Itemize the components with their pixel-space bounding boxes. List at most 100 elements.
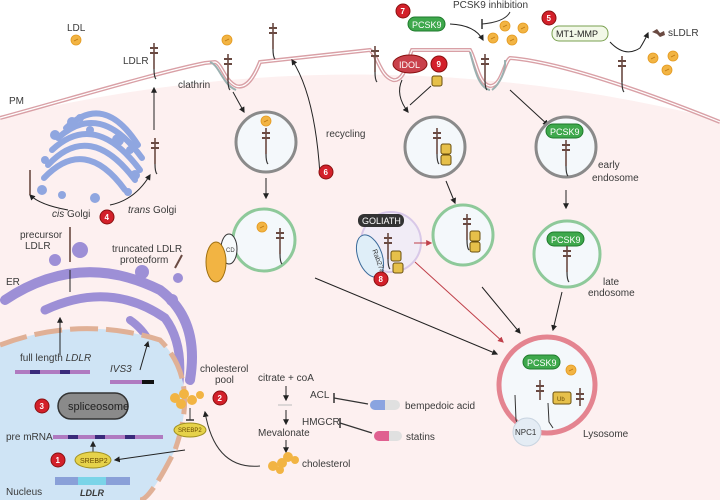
svg-text:8: 8 xyxy=(379,275,384,284)
truncated-ldlr-label-2: proteoform xyxy=(120,255,168,266)
svg-text:3: 3 xyxy=(40,402,45,411)
ldl-particle xyxy=(565,364,577,376)
svg-text:SREBP2: SREBP2 xyxy=(178,428,202,434)
truncated-ldlr xyxy=(174,254,183,269)
arrow-cholesterol-to-pool xyxy=(202,410,261,467)
svg-text:MT1-MMP: MT1-MMP xyxy=(556,29,598,39)
svg-text:PCSK9: PCSK9 xyxy=(412,20,442,30)
pcsk9-bound xyxy=(545,123,584,139)
arrow-cis-golgi xyxy=(29,194,69,211)
ubiquitin xyxy=(469,230,481,242)
pre-mrna-label: pre mRNA xyxy=(6,432,53,443)
svg-text:PCSK9: PCSK9 xyxy=(551,235,581,245)
sldlr-fragment xyxy=(652,29,665,37)
pcsk9-inhibition-label: PCSK9 inhibition xyxy=(453,0,528,11)
mt1-mmp xyxy=(551,25,609,42)
late-endosome-label: late xyxy=(603,277,620,288)
ldl-particle xyxy=(517,22,529,34)
svg-text:Ub: Ub xyxy=(557,397,565,403)
srebp2-nuclear xyxy=(74,451,112,469)
goliath xyxy=(358,214,404,227)
svg-text:NPC1: NPC1 xyxy=(515,428,537,437)
ivs3-mrna xyxy=(110,380,150,384)
retriever-complex xyxy=(205,241,227,283)
svg-text:9: 9 xyxy=(437,60,442,69)
ldl-particle xyxy=(506,34,518,46)
lysosome xyxy=(496,334,598,436)
npc1 xyxy=(512,417,542,447)
svg-text:PCSK9: PCSK9 xyxy=(550,127,580,137)
trans-golgi-label: trans Golgi xyxy=(128,205,176,216)
ubiquitin xyxy=(440,143,452,155)
cholesterol-molecule xyxy=(268,452,299,474)
step-badge-9 xyxy=(430,55,448,73)
sldlr-label: sLDLR xyxy=(668,28,699,39)
svg-text:7: 7 xyxy=(401,7,406,16)
recycling-arrow xyxy=(291,58,321,176)
ldlr-gene-label: LDLR xyxy=(80,488,104,498)
ldlr-receptor xyxy=(268,22,278,60)
ubiquitin xyxy=(440,154,452,166)
ldl-particle xyxy=(499,20,511,32)
cholesterol-label: cholesterol xyxy=(302,459,350,470)
arrow-trans-golgi xyxy=(109,173,151,206)
ldl-particle xyxy=(667,50,679,62)
ldl-particle xyxy=(661,64,673,76)
late-endosome-label-2: endosome xyxy=(588,288,635,299)
ldl-particle xyxy=(221,34,233,46)
spliceosome xyxy=(57,392,129,420)
truncated-ldlr-label: truncated LDLR xyxy=(112,244,182,255)
ub-endosome xyxy=(403,115,467,179)
ubiquitin xyxy=(552,391,572,405)
pm-label: PM xyxy=(9,96,24,107)
pcsk9-free xyxy=(407,16,446,32)
ubiquitin xyxy=(392,262,404,274)
ldl-particle xyxy=(70,34,82,46)
step-badge-1 xyxy=(50,452,66,468)
bempedoic-acid-label: bempedoic acid xyxy=(405,401,475,412)
statins-label: statins xyxy=(406,432,435,443)
cis-golgi-label: cis Golgi xyxy=(52,209,90,220)
svg-text:5: 5 xyxy=(547,14,552,23)
step-badge-4 xyxy=(99,209,115,225)
pcsk9-bound xyxy=(546,231,585,247)
precursor-ldlr-label-2: LDLR xyxy=(25,241,51,252)
ldl-particle xyxy=(647,52,659,64)
full-length-ldlr-label: full length LDLR xyxy=(20,353,91,364)
lysosome-label: Lysosome xyxy=(583,429,629,440)
clathrin-label: clathrin xyxy=(178,80,210,91)
ubiquitin xyxy=(390,250,402,262)
sorting-endosome xyxy=(231,207,297,273)
precursor-ldlr-label: precursor xyxy=(20,230,63,241)
svg-text:PCSK9: PCSK9 xyxy=(527,358,557,368)
nucleus-label: Nucleus xyxy=(6,487,42,498)
bempedoic-acid-pill-icon xyxy=(370,400,400,410)
spliceosome-label: spliceosome xyxy=(68,401,129,413)
svg-text:2: 2 xyxy=(218,394,223,403)
statins-pill-icon xyxy=(374,431,402,441)
svg-text:SREBP2: SREBP2 xyxy=(80,458,108,465)
ldlr-label: LDLR xyxy=(123,56,149,67)
cholesterol-pool-label-2: pool xyxy=(215,375,234,386)
svg-text:GOLIATH: GOLIATH xyxy=(362,216,401,226)
step-badge-5 xyxy=(541,10,557,26)
idol xyxy=(392,54,428,74)
late-ub-endosome xyxy=(431,203,495,267)
svg-text:IDOL: IDOL xyxy=(399,60,420,70)
step-badge-7 xyxy=(395,3,411,19)
ubiquitin xyxy=(469,241,481,253)
pcsk9-degraded xyxy=(522,354,561,370)
early-endosome-label: early xyxy=(598,160,620,171)
srebp2-cytoplasmic xyxy=(173,422,207,438)
ldl-label: LDL xyxy=(67,23,86,34)
acl-label: ACL xyxy=(310,390,330,401)
er-label: ER xyxy=(6,277,20,288)
ldl-particle xyxy=(260,115,272,127)
recycling-label: recycling xyxy=(326,129,365,140)
svg-text:1: 1 xyxy=(56,456,61,465)
nuclear-envelope xyxy=(0,326,188,500)
cholesterol-pool-label: cholesterol xyxy=(200,364,248,375)
golgi-apparatus xyxy=(37,110,145,203)
